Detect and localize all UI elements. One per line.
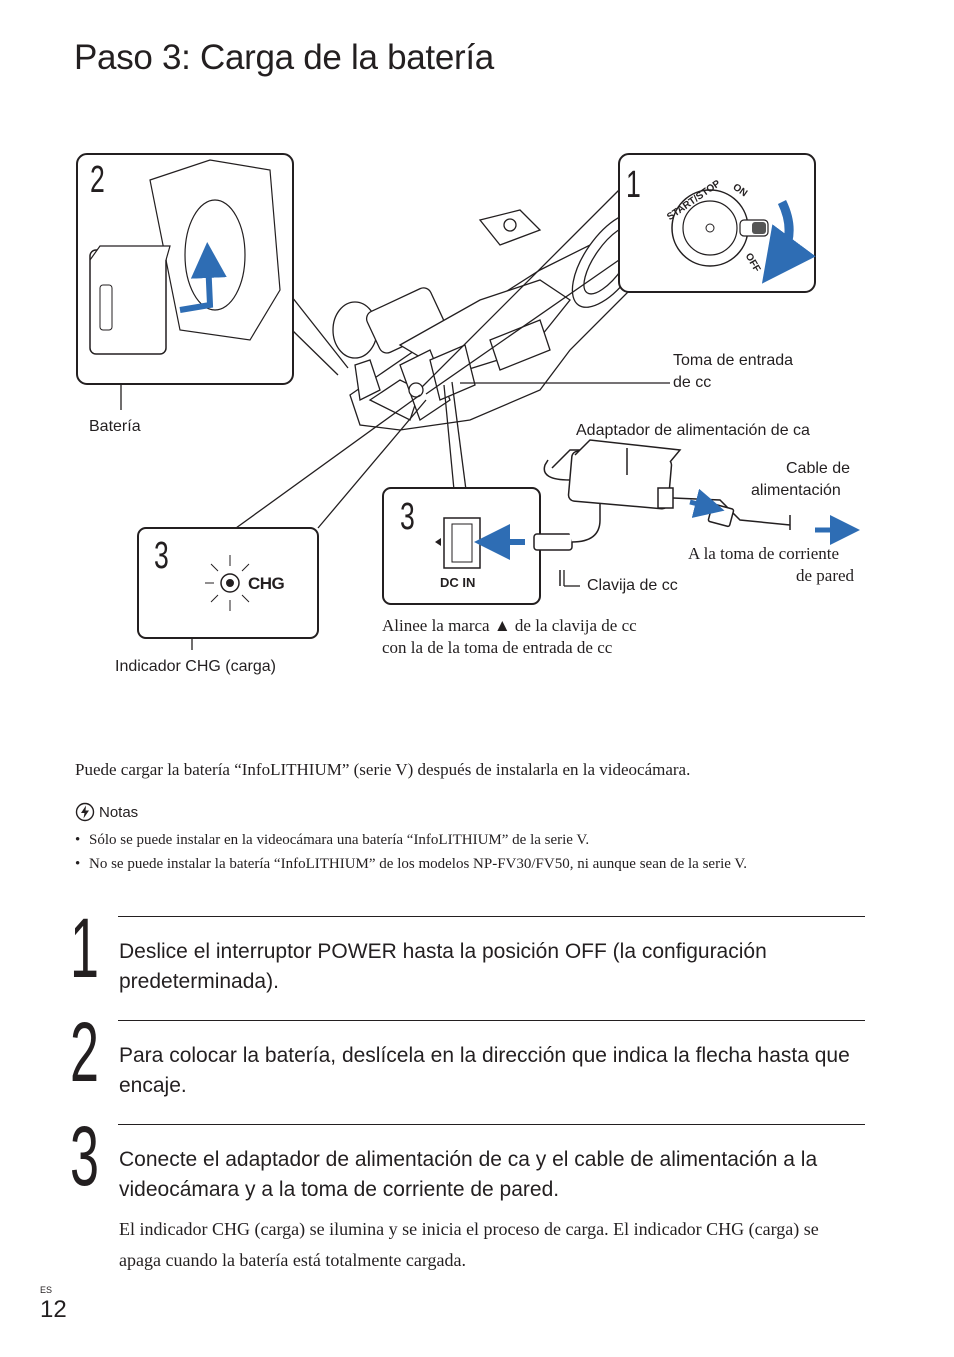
intro-text: Puede cargar la batería “InfoLITHIUM” (s… [75,760,691,779]
step-2-divider [118,1020,865,1021]
wall-outlet-label-line1: A la toma de corriente [688,544,840,563]
dc-plug-label: Clavija de cc [587,577,678,594]
power-cord-label-line2: alimentación [751,482,841,499]
power-cord-label-line1: Cable de [786,460,851,477]
panel-3-chg [137,527,319,639]
dc-input-jack-label-line2: de cc [673,374,712,391]
ac-adaptor-label: Adaptador de alimentación de ca [576,422,810,439]
step-3-divider [118,1124,865,1125]
step-2-text: Para colocar la batería, deslícela en la… [119,1044,850,1097]
notes-heading-text: Notas [99,803,139,821]
notes-heading: Notas [75,802,138,822]
step-1-divider [118,916,865,917]
step-1-number: 1 [70,901,99,995]
language-code: ES [40,1285,53,1295]
note-item: Sólo se puede instalar en la videocámara… [75,828,865,852]
chg-indicator-label: Indicador CHG (carga) [115,658,276,675]
panel-3-number: 3 [154,535,169,577]
battery-label: Batería [89,418,141,435]
dc-input-jack-label-line1: Toma de entrada [673,352,794,369]
notes-list: Sólo se puede instalar en la videocámara… [75,828,865,876]
step-2-number: 2 [70,1005,99,1099]
panel-3-dcin [382,487,541,605]
illustration-svg [76,153,860,650]
page-number: 12 [40,1296,67,1323]
step-3-text: Conecte el adaptador de alimentación de … [119,1148,818,1201]
page-title: Paso 3: Carga de la batería [74,38,494,77]
notes-icon [75,802,95,822]
step-1-text: Deslice el interruptor POWER hasta la po… [119,940,767,993]
chg-text: CHG [248,574,285,593]
charging-illustration: 2 1 3 3 START/STOP ON OFF CHG DC IN Bate… [70,150,870,690]
dc-in-text: DC IN [440,575,476,590]
panel-3b-number: 3 [400,496,415,538]
note-item: No se puede instalar la batería “InfoLIT… [75,852,865,876]
step-3-detail: El indicador CHG (carga) se ilumina y se… [119,1219,819,1270]
wall-outlet-label-line2: de pared [796,566,855,585]
align-mark-note-line1: Alinee la marca ▲ de la clavija de cc [382,616,637,635]
align-mark-note-line2: con la de la toma de entrada de cc [382,638,613,657]
panel-2 [76,153,294,385]
panel-1-number: 1 [626,164,641,206]
step-3-number: 3 [70,1109,99,1203]
panel-2-number: 2 [90,159,105,201]
camcorder-drawing [332,209,649,431]
